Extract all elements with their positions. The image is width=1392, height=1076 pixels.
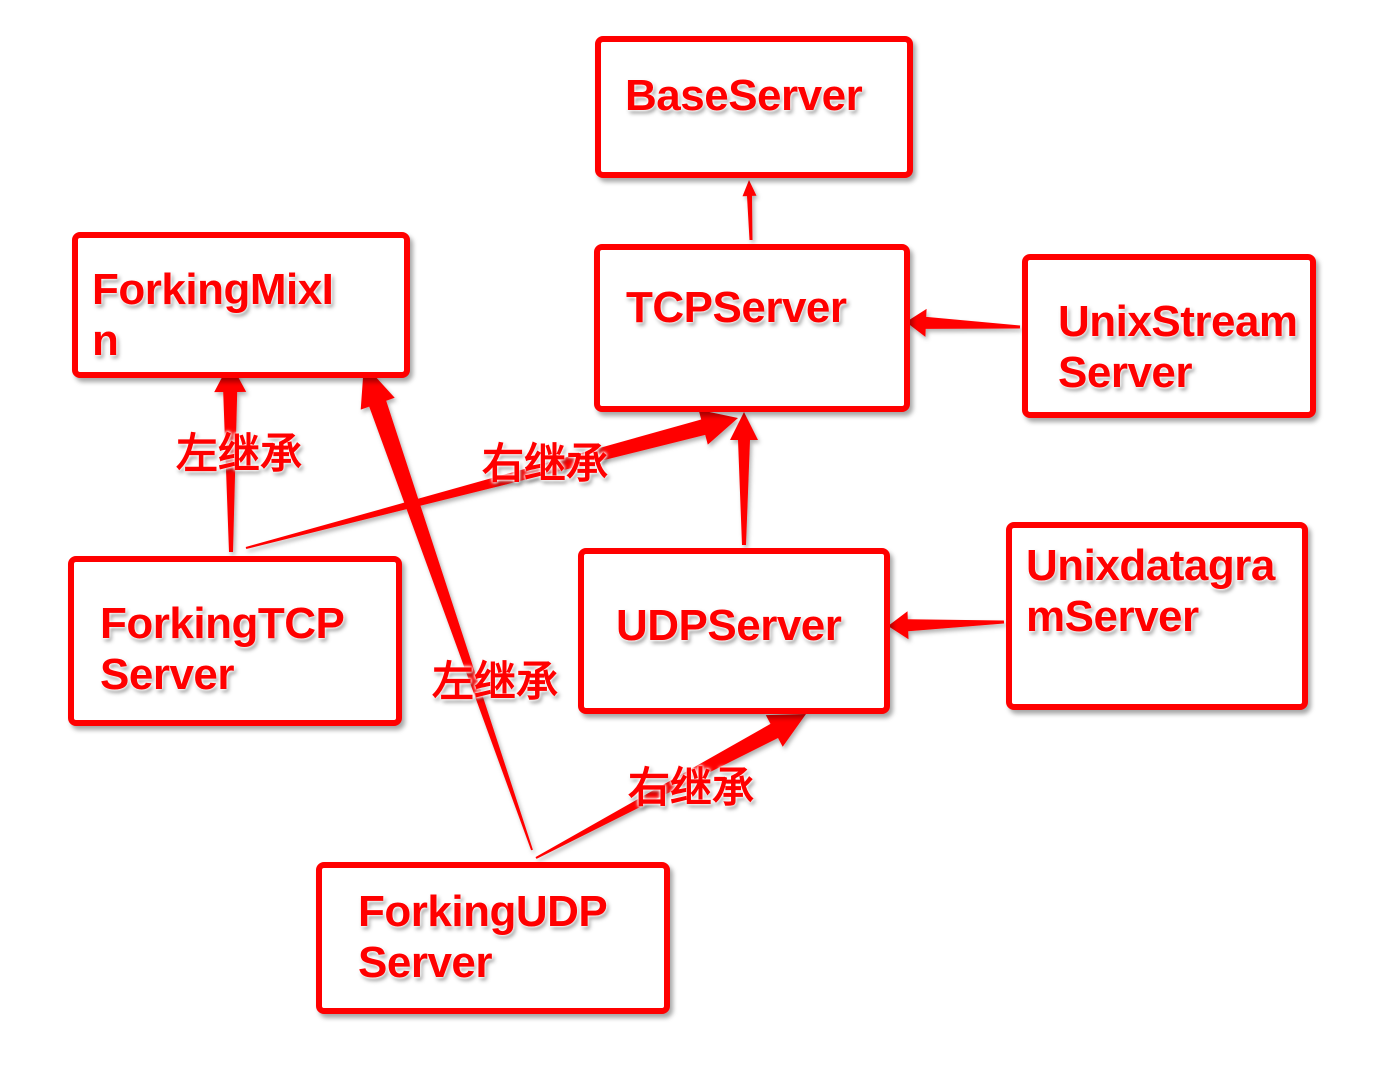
node-baseserver: BaseServer: [595, 36, 913, 178]
arrow-forkingtcpserver-to-tcpserver: [245, 409, 738, 549]
node-forkingudpserver: ForkingUDP Server: [316, 862, 670, 1014]
node-unixstreamserver-label: UnixStream Server: [1058, 297, 1298, 398]
node-unixstreamserver: UnixStream Server: [1022, 254, 1316, 418]
node-baseserver-label: BaseServer: [625, 71, 863, 120]
node-forkingudpserver-label: ForkingUDP Server: [358, 887, 608, 988]
node-udpserver: UDPServer: [578, 548, 890, 714]
arrow-forkingudpserver-to-udpserver: [535, 714, 806, 859]
node-forkingmixin: ForkingMixI n: [72, 232, 410, 378]
node-unixdatagramserver-label: Unixdatagra mServer: [1026, 541, 1275, 642]
node-udpserver-label: UDPServer: [616, 601, 842, 650]
edge-label-left-inherit-tcp: 左继承: [176, 429, 303, 478]
arrow-forkingudpserver-to-forkingmixin: [360, 364, 533, 851]
node-forkingtcpserver-label: ForkingTCP Server: [100, 599, 345, 700]
node-tcpserver: TCPServer: [594, 244, 910, 412]
arrow-udpserver-to-tcpserver: [730, 412, 758, 545]
arrow-unixdatagramserver-to-udpserver: [888, 611, 1005, 640]
arrow-unixstreamserver-to-tcpserver: [906, 308, 1021, 337]
node-forkingtcpserver: ForkingTCP Server: [68, 556, 402, 726]
edge-label-right-inherit-tcp: 右继承: [482, 439, 609, 488]
node-tcpserver-label: TCPServer: [626, 283, 847, 332]
arrow-forkingtcpserver-to-forkingmixin: [214, 362, 247, 552]
node-forkingmixin-label: ForkingMixI n: [92, 265, 334, 366]
edge-label-right-inherit-udp: 右继承: [628, 763, 755, 812]
edge-label-left-inherit-udp: 左继承: [432, 657, 559, 706]
node-unixdatagramserver: Unixdatagra mServer: [1006, 522, 1308, 710]
arrow-tcpserver-to-baseserver: [742, 180, 757, 240]
